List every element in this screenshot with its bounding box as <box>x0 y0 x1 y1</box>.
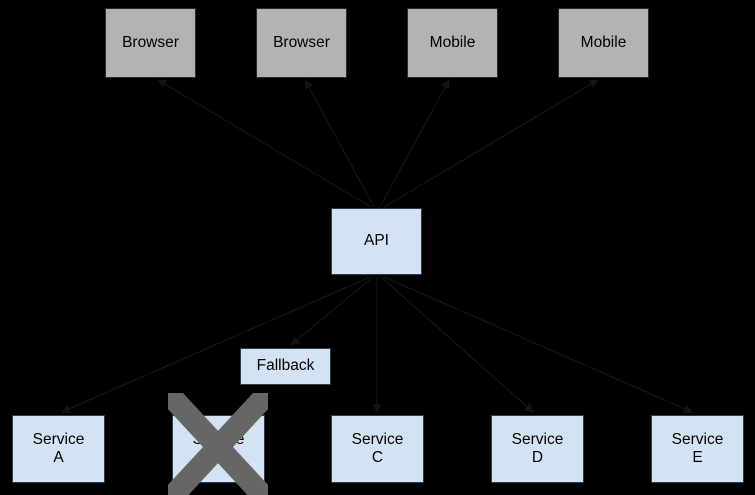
edge-api-to-mobile-1 <box>379 79 450 208</box>
node-mobile-2[interactable]: Mobile <box>558 8 649 78</box>
node-service-d-label: Service D <box>511 430 564 466</box>
node-api-label: API <box>364 232 389 250</box>
node-browser-2[interactable]: Browser <box>256 8 347 78</box>
node-service-c[interactable]: Service C <box>331 415 424 483</box>
edge-api-to-browser-2 <box>304 79 375 208</box>
node-service-c-label: Service C <box>351 430 404 466</box>
edge-api-to-fallback <box>290 276 374 346</box>
node-service-e[interactable]: Service E <box>651 415 744 483</box>
node-service-d[interactable]: Service D <box>491 415 584 483</box>
node-service-a-label: Service A <box>32 430 85 466</box>
edge-api-to-service-e <box>383 276 693 413</box>
node-service-a[interactable]: Service A <box>12 415 105 483</box>
node-api[interactable]: API <box>331 208 422 275</box>
node-service-b-label: Service B <box>192 430 245 466</box>
node-browser-1[interactable]: Browser <box>105 8 196 78</box>
node-fallback-label: Fallback <box>256 357 315 375</box>
node-browser-1-label: Browser <box>122 33 179 51</box>
edge-api-to-service-a <box>61 276 371 413</box>
node-fallback[interactable]: Fallback <box>240 348 331 385</box>
edge-api-to-browser-1 <box>157 79 372 208</box>
node-service-e-label: Service E <box>671 430 724 466</box>
edge-api-to-service-d <box>380 276 534 413</box>
node-browser-2-label: Browser <box>273 33 330 51</box>
edge-api-to-mobile-2 <box>383 79 599 208</box>
node-mobile-2-label: Mobile <box>580 33 627 51</box>
node-mobile-1[interactable]: Mobile <box>407 8 498 78</box>
node-mobile-1-label: Mobile <box>429 33 476 51</box>
node-service-b[interactable]: Service B <box>172 415 265 483</box>
